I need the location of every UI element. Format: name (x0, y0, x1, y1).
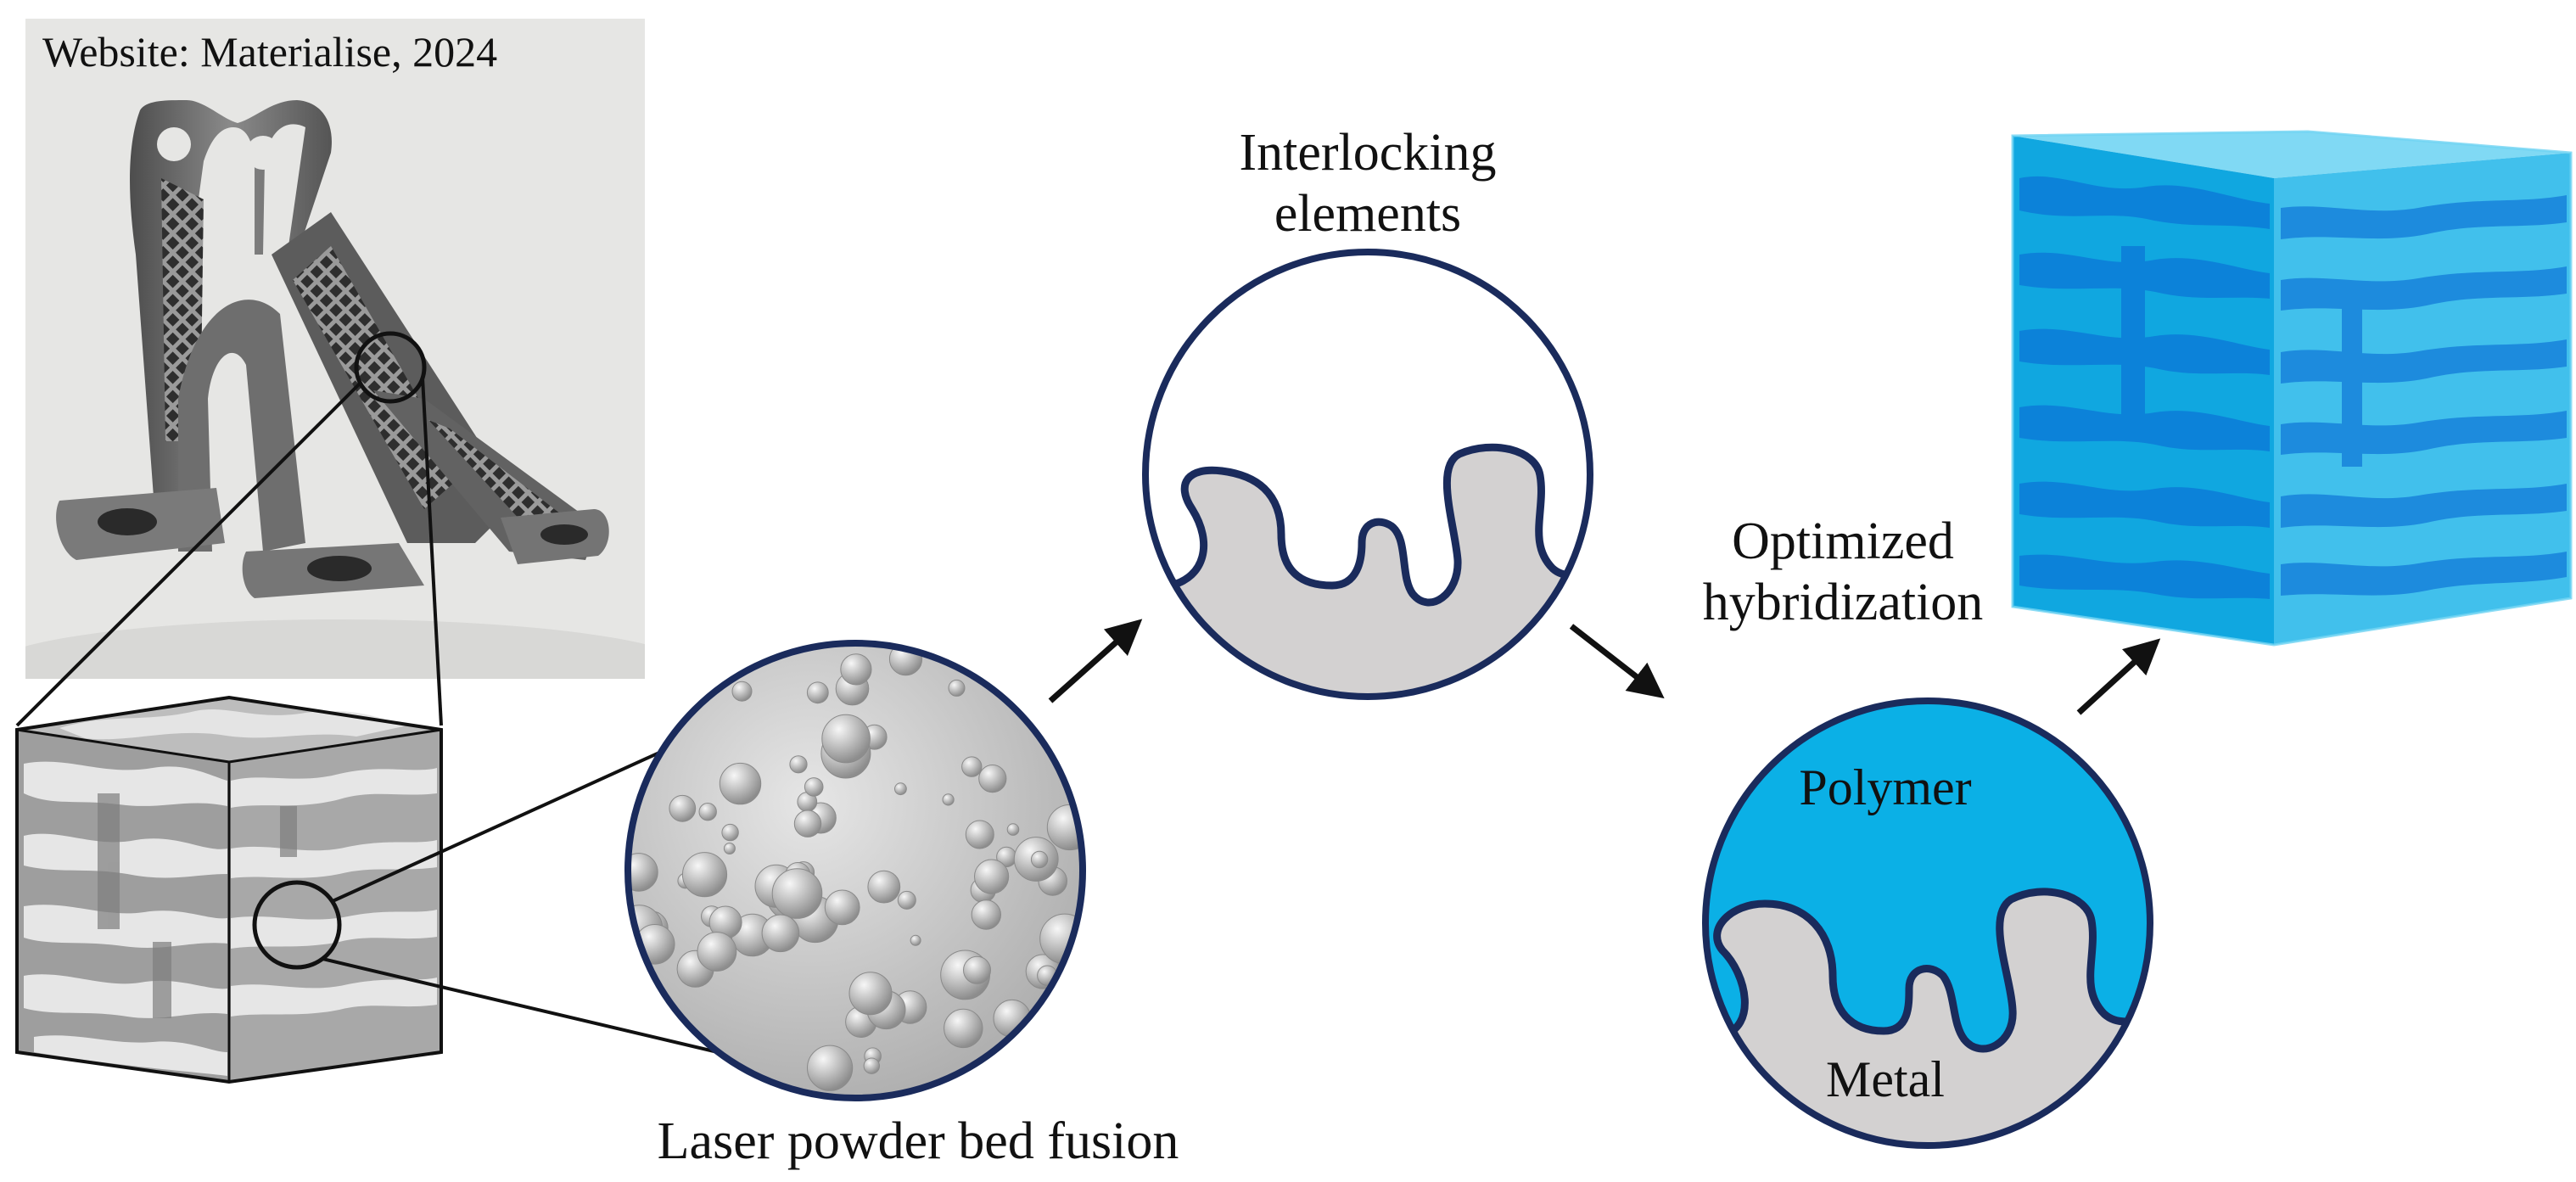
powder-particle (910, 934, 921, 946)
powder-particle (897, 890, 916, 910)
optimized-label-line1: Optimized (1732, 513, 1954, 570)
photo-zoom-circle (354, 331, 427, 404)
powder-particle (942, 793, 955, 806)
powder-particle (723, 843, 736, 854)
photo-credit: Website: Materialise, 2024 (42, 28, 497, 76)
powder-particle (804, 777, 824, 797)
powder-particle (789, 755, 808, 774)
polymer-label: Polymer (1799, 759, 1971, 815)
powder-particle (948, 679, 966, 697)
powder-particle (894, 782, 907, 796)
powder-particle (697, 932, 737, 972)
arrow-to-optimized (1569, 624, 1665, 699)
zoom-line-bottom (322, 957, 754, 1062)
powder-particle (978, 765, 1007, 793)
powder-particle (821, 714, 871, 764)
powder-particle (824, 889, 860, 926)
powder-particle (719, 762, 762, 805)
interlocking-circle (1142, 249, 1593, 700)
powder-micrograph (624, 640, 1086, 1101)
powder-particle (963, 955, 991, 984)
powder-particle (961, 756, 983, 777)
interlocking-label-line2: elements (1274, 185, 1461, 243)
powder-particle (761, 914, 800, 953)
powder-particle (731, 681, 753, 702)
powder-particle (848, 972, 893, 1016)
powder-particle (971, 899, 1002, 930)
powder-particle (793, 809, 822, 837)
powder-particle (771, 868, 823, 919)
arrow-to-interlocking (1048, 619, 1143, 703)
interlocking-label-line1: Interlocking (1239, 124, 1496, 182)
zoom-line-right (421, 377, 443, 726)
powder-particle (669, 794, 697, 822)
powder-particle (1030, 850, 1049, 869)
lpbf-label: Laser powder bed fusion (658, 1112, 1179, 1170)
am-bracket-photo: Website: Materialise, 2024 (25, 19, 645, 679)
powder-particle (1006, 823, 1020, 836)
zoom-line-left (15, 382, 361, 727)
powder-particle (863, 1057, 881, 1074)
cube-zoom-circle (252, 880, 342, 970)
powder-particle (965, 820, 994, 849)
arrow-to-hybrid-cube (2076, 638, 2161, 715)
powder-particle (840, 653, 872, 686)
zoom-line-top (332, 738, 688, 903)
powder-particle (806, 681, 829, 704)
optimized-label-line2: hybridization (1703, 574, 1984, 631)
powder-particle (721, 823, 739, 842)
powder-particle (698, 803, 717, 821)
powder-particle (974, 859, 1010, 894)
metal-label: Metal (1826, 1051, 1945, 1107)
metal-lattice-cube (15, 695, 443, 1084)
powder-particle (681, 852, 728, 898)
powder-particle (807, 1045, 854, 1091)
powder-particle (944, 1008, 983, 1049)
hybrid-polymer-metal-cube (2011, 130, 2573, 647)
powder-particle (867, 870, 901, 904)
powder-particle (1046, 804, 1083, 851)
